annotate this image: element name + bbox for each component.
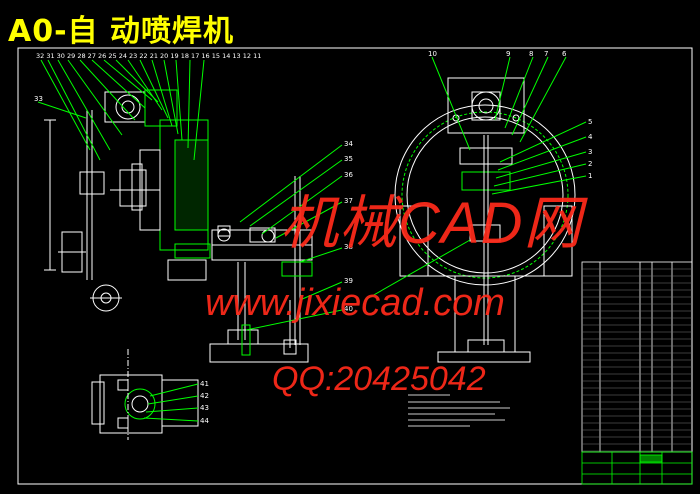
part-number-44: 44 bbox=[200, 417, 209, 425]
technical-notes bbox=[408, 394, 510, 427]
part-number-7: 7 bbox=[544, 50, 548, 58]
leader-lines-right bbox=[364, 56, 587, 301]
part-numbers-top-left: 32 31 30 29 28 27 26 25 24 23 22 21 20 1… bbox=[36, 52, 261, 60]
part-number-43: 43 bbox=[200, 404, 209, 412]
part-number-6: 6 bbox=[562, 50, 567, 58]
part-number-36: 36 bbox=[344, 171, 353, 179]
part-number-9: 9 bbox=[506, 50, 510, 58]
part-number-35: 35 bbox=[344, 155, 353, 163]
bottom-top-view bbox=[91, 349, 199, 440]
parts-list-table bbox=[581, 261, 693, 453]
leader-lines-left bbox=[37, 59, 205, 161]
ring-front-view bbox=[394, 77, 576, 363]
part-number-33: 33 bbox=[34, 95, 43, 103]
part-number-8: 8 bbox=[529, 50, 533, 58]
part-number-2: 2 bbox=[588, 160, 592, 168]
leader-lines-bottom bbox=[143, 383, 199, 422]
part-number-1: 1 bbox=[588, 172, 592, 180]
middle-assembly bbox=[209, 176, 313, 363]
part-number-3: 3 bbox=[588, 148, 592, 156]
part-number-37: 37 bbox=[344, 197, 353, 205]
watermark-url: www.jixiecad.com bbox=[205, 282, 505, 324]
leader-lines-middle bbox=[239, 144, 343, 331]
part-number-5: 5 bbox=[588, 118, 592, 126]
part-number-10: 10 bbox=[428, 50, 437, 58]
part-number-34: 34 bbox=[344, 140, 353, 148]
part-number-4: 4 bbox=[588, 133, 593, 141]
parts-list-rows bbox=[582, 268, 692, 452]
watermark-site-name: 机械CAD网 bbox=[280, 191, 583, 256]
left-side-view bbox=[44, 89, 211, 312]
part-number-39: 39 bbox=[344, 277, 353, 285]
part-number-41: 41 bbox=[200, 380, 209, 388]
drawing-frame bbox=[17, 47, 693, 485]
part-number-40: 40 bbox=[344, 305, 353, 313]
part-number-38: 38 bbox=[344, 243, 353, 251]
title-block bbox=[581, 451, 693, 485]
drawing-title: A0-自 动喷焊机 bbox=[8, 14, 234, 49]
part-number-42: 42 bbox=[200, 392, 209, 400]
watermark-qq: QQ:20425042 bbox=[272, 360, 486, 398]
